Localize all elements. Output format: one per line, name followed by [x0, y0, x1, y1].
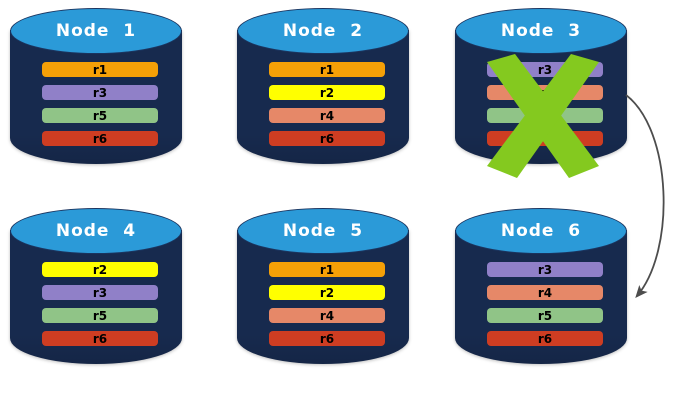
replica-bar[interactable]: r5	[42, 308, 158, 323]
node-label: Node 4	[55, 221, 137, 241]
replica-list: r1 r2 r4 r6	[269, 262, 385, 346]
replica-bar[interactable]: r3	[487, 262, 603, 277]
node-cylinder-4[interactable]: Node 4 r2 r3 r5 r6	[10, 208, 182, 386]
replica-bar[interactable]: r6	[269, 331, 385, 346]
node-cylinder-2[interactable]: Node 2 r1 r2 r4 r6	[237, 8, 409, 186]
node-label: Node 3	[500, 21, 582, 41]
replica-bar[interactable]: r1	[42, 62, 158, 77]
replica-list: r3 r4 r5 r6	[487, 262, 603, 346]
cylinder-top-ellipse	[10, 8, 182, 54]
replica-list: r1 r3 r5 r6	[42, 62, 158, 146]
cylinder-top-ellipse	[237, 208, 409, 254]
replica-bar[interactable]: r5	[487, 308, 603, 323]
replica-bar[interactable]: r6	[42, 331, 158, 346]
replica-list: r2 r3 r5 r6	[42, 262, 158, 346]
cylinder-top-ellipse	[237, 8, 409, 54]
node-cylinder-6[interactable]: Node 6 r3 r4 r5 r6	[455, 208, 627, 386]
node-label: Node 1	[55, 21, 137, 41]
replica-bar[interactable]: r1	[269, 262, 385, 277]
replica-bar[interactable]: r3	[42, 85, 158, 100]
replica-bar[interactable]: r6	[487, 331, 603, 346]
node-label: Node 2	[282, 21, 364, 41]
replica-bar[interactable]: r5	[487, 108, 603, 123]
replica-bar[interactable]: r2	[42, 262, 158, 277]
replica-bar[interactable]: r6	[487, 131, 603, 146]
replica-bar[interactable]: r6	[42, 131, 158, 146]
replica-bar[interactable]: r4	[487, 285, 603, 300]
replica-list: r1 r2 r4 r6	[269, 62, 385, 146]
replica-list: r3 r4 r5 r6	[487, 62, 603, 146]
replica-bar[interactable]: r1	[269, 62, 385, 77]
replica-bar[interactable]: r3	[487, 62, 603, 77]
cylinder-top-ellipse	[10, 208, 182, 254]
replica-bar[interactable]: r2	[269, 285, 385, 300]
replica-bar[interactable]: r5	[42, 108, 158, 123]
replica-bar[interactable]: r3	[42, 285, 158, 300]
replica-bar[interactable]: r4	[487, 85, 603, 100]
replica-bar[interactable]: r4	[269, 308, 385, 323]
replica-bar[interactable]: r2	[269, 85, 385, 100]
node-cylinder-3[interactable]: Node 3 r3 r4 r5 r6	[455, 8, 627, 186]
replica-bar[interactable]: r4	[269, 108, 385, 123]
node-cylinder-1[interactable]: Node 1 r1 r3 r5 r6	[10, 8, 182, 186]
arrow-path	[625, 94, 665, 299]
cylinder-top-ellipse	[455, 8, 627, 54]
node-label: Node 6	[500, 221, 582, 241]
cylinder-top-ellipse	[455, 208, 627, 254]
node-cylinder-5[interactable]: Node 5 r1 r2 r4 r6	[237, 208, 409, 386]
replica-bar[interactable]: r6	[269, 131, 385, 146]
node-label: Node 5	[282, 221, 364, 241]
